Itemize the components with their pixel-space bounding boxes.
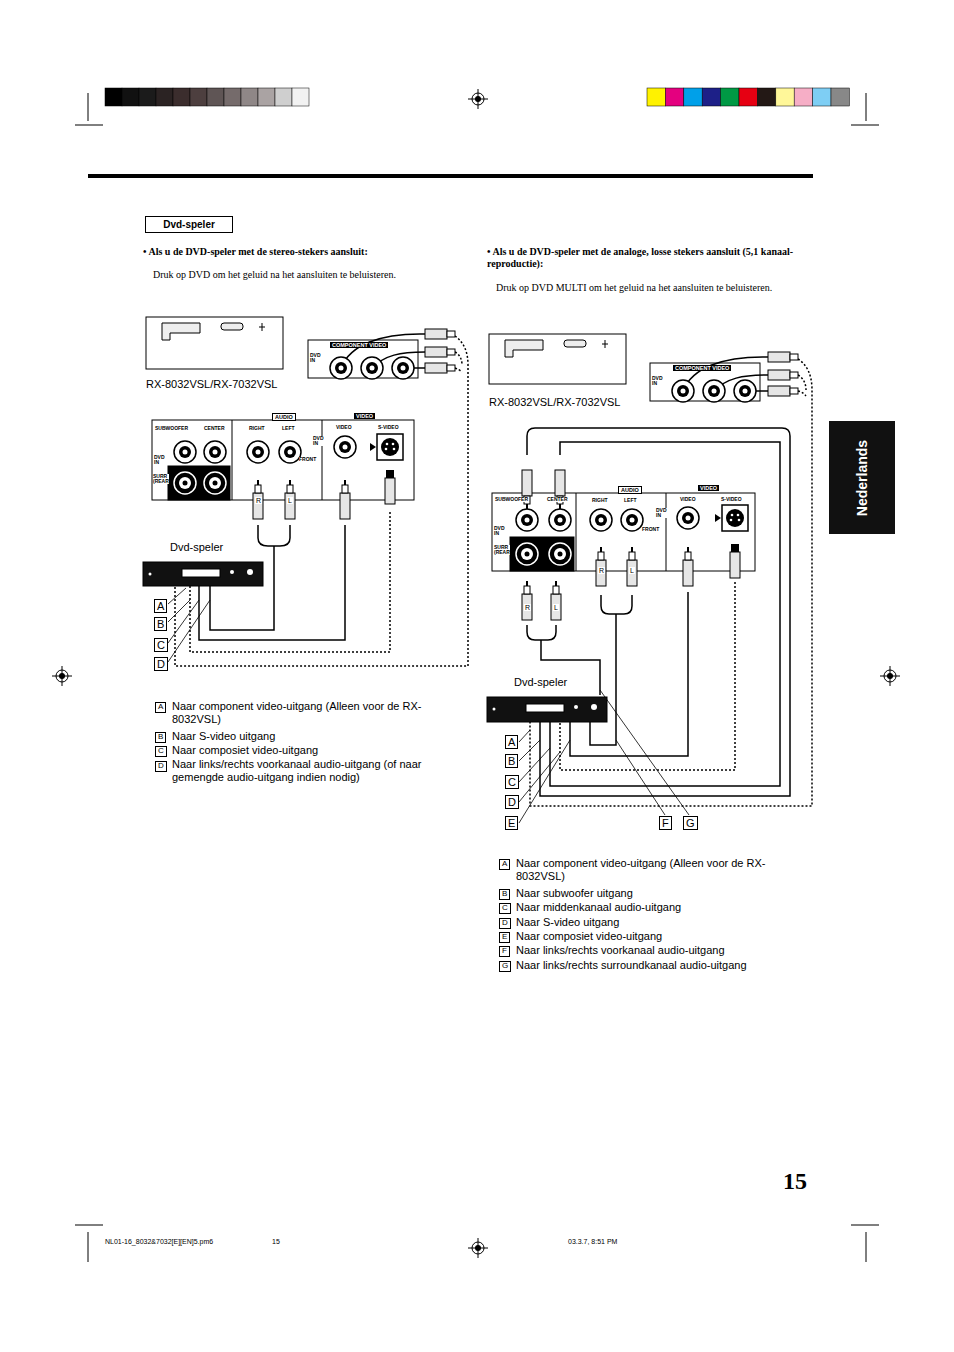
jack-label: LEFT <box>624 498 637 503</box>
jack-label: S-VIDEO <box>378 425 399 430</box>
model-name: RX-8032VSL/RX-7032VSL <box>146 378 277 391</box>
callout-letter: A <box>505 735 518 749</box>
plug-letter: L <box>287 497 293 504</box>
legend-text: Naar component video-uitgang (Alleen voo… <box>172 700 450 725</box>
language-tab: Nederlands <box>829 421 895 534</box>
callout-letter: A <box>154 599 167 613</box>
footer-text: 15 <box>272 1238 280 1246</box>
callout-letter: E <box>505 816 518 830</box>
legend-text: Naar S-video uitgang <box>516 916 619 929</box>
callout-letter: C <box>154 638 168 652</box>
legend-letter: D <box>155 761 167 772</box>
panel-label: COMPONENT VIDEO <box>673 365 731 371</box>
plug-letter: R <box>255 497 262 504</box>
jack-label: DVD IN <box>494 526 506 536</box>
legend-letter: B <box>499 889 510 900</box>
legend-letter: A <box>499 859 510 870</box>
page-number: 15 <box>783 1168 807 1196</box>
panel-label: DVD IN <box>652 376 664 386</box>
callout-letter: D <box>505 795 519 809</box>
panel-label: VIDEO <box>698 485 719 491</box>
panel-label: VIDEO <box>354 413 375 419</box>
legend-text: Naar composiet video-uitgang <box>516 930 662 943</box>
callout-letter: B <box>154 617 167 631</box>
device-name: Dvd-speler <box>170 541 223 554</box>
panel-label: COMPONENT VIDEO <box>330 342 388 348</box>
instruction-text: Druk op DVD om het geluid na het aanslui… <box>153 269 396 281</box>
legend-text: Naar subwoofer uitgang <box>516 887 633 900</box>
jack-label: SURR (REAR) <box>153 474 169 484</box>
footer-text: 03.3.7, 8:51 PM <box>568 1238 617 1246</box>
legend-text: Naar links/rechts voorkanaal audio-uitga… <box>172 758 452 783</box>
jack-label: DVD IN <box>154 455 166 465</box>
jack-label: RIGHT <box>592 498 608 503</box>
legend-text: Naar component video-uitgang (Alleen voo… <box>516 857 788 882</box>
jack-label: SUBWOOFER <box>495 497 528 502</box>
jack-label: SURR (REAR) <box>494 545 510 555</box>
callout-letter: F <box>659 816 672 830</box>
jack-label: VIDEO <box>680 497 696 502</box>
jack-label: DVD IN <box>656 508 668 518</box>
legend-letter: B <box>155 732 166 743</box>
footer-text: NL01-16_8032&7032[E][EN]5.pm6 <box>105 1238 213 1246</box>
legend-letter: C <box>155 746 167 757</box>
panel-label: AUDIO <box>272 413 296 421</box>
plug-letter: R <box>598 567 605 574</box>
legend-letter: G <box>499 961 511 972</box>
callout-letter: B <box>505 754 518 768</box>
jack-label: DVD IN <box>313 436 325 446</box>
jack-label: SUBWOOFER <box>155 426 188 431</box>
legend-letter: A <box>155 702 166 713</box>
plug-letter: L <box>629 567 635 574</box>
legend-text: Naar links/rechts voorkanaal audio-uitga… <box>516 944 725 957</box>
jack-label: S-VIDEO <box>721 497 742 502</box>
plug-letter: L <box>553 604 559 611</box>
legend-letter: E <box>499 932 510 943</box>
legend-letter: D <box>499 918 511 929</box>
section-tag: Dvd-speler <box>145 216 233 233</box>
jack-label: CENTER <box>204 426 225 431</box>
instruction-text: Druk op DVD MULTI om het geluid na het a… <box>496 282 796 294</box>
instruction-heading: • Als u de DVD-speler met de analoge, lo… <box>487 246 812 269</box>
jack-label: FRONT <box>299 457 316 462</box>
panel-label: AUDIO <box>618 486 642 494</box>
device-name: Dvd-speler <box>514 676 567 689</box>
jack-label: VIDEO <box>336 425 352 430</box>
panel-label: DVD IN <box>310 353 322 363</box>
legend-letter: C <box>499 903 511 914</box>
plug-letter: R <box>524 604 531 611</box>
model-name: RX-8032VSL/RX-7032VSL <box>489 396 620 409</box>
node-text: Dvd-speler <box>163 219 215 230</box>
legend-text: Naar links/rechts surroundkanaal audio-u… <box>516 959 747 972</box>
jack-label: FRONT <box>642 527 659 532</box>
legend-text: Naar middenkanaal audio-uitgang <box>516 901 681 914</box>
callout-letter: D <box>154 657 168 671</box>
jack-label: CENTER <box>547 497 568 502</box>
instruction-heading: • Als u de DVD-speler met de stereo-stek… <box>143 246 368 258</box>
legend-text: Naar composiet video-uitgang <box>172 744 318 757</box>
callout-letter: G <box>683 816 698 830</box>
jack-label: LEFT <box>282 426 295 431</box>
callout-letter: C <box>505 775 519 789</box>
legend-letter: F <box>499 946 510 957</box>
jack-label: RIGHT <box>249 426 265 431</box>
node-text: Nederlands <box>854 439 870 515</box>
legend-text: Naar S-video uitgang <box>172 730 275 743</box>
